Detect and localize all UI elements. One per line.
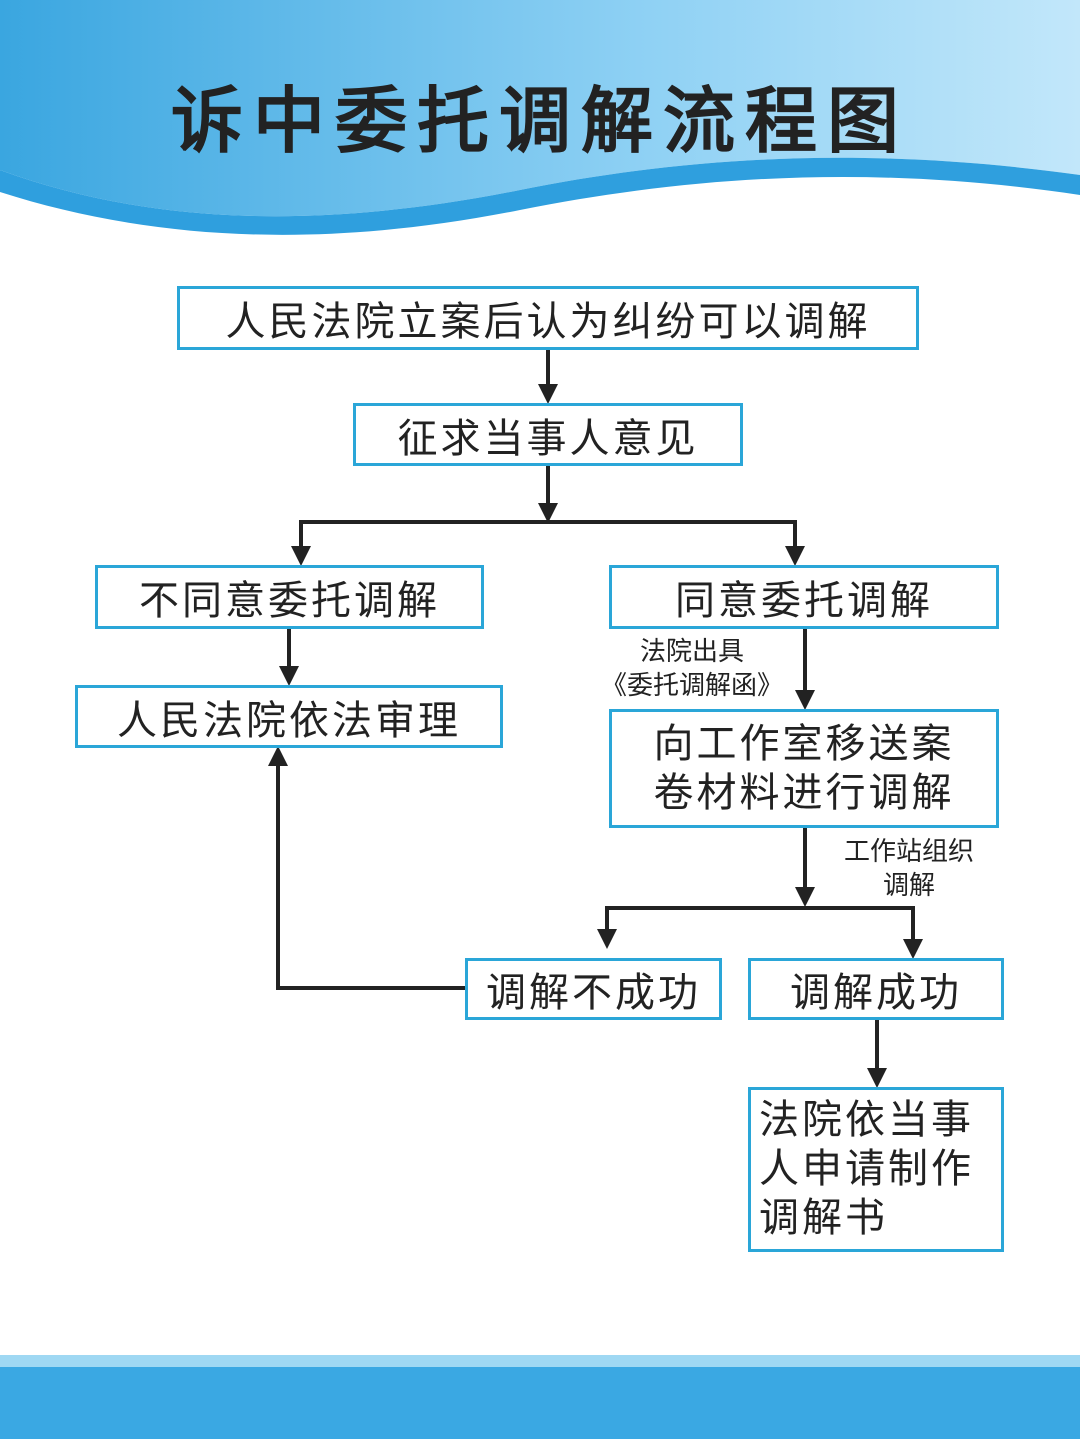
- result-split-bar: [605, 906, 923, 959]
- footer-band: [0, 1367, 1080, 1439]
- node-solicit-opinions: 征求当事人意见: [353, 403, 743, 466]
- arrow-fail-to-trial: [268, 746, 467, 990]
- node-disagree-entrust: 不同意委托调解: [95, 565, 484, 629]
- header-banner: [0, 0, 1080, 217]
- node-transfer-files: 向工作室移送案 卷材料进行调解: [609, 709, 999, 828]
- node-mediation-failed: 调解不成功: [465, 958, 722, 1020]
- page-title: 诉中委托调解流程图: [170, 79, 909, 163]
- note-court-letter: 法院出具 《委托调解函》: [600, 637, 783, 701]
- note-station-mediation: 工作站组织 调解: [843, 837, 974, 901]
- node-mediation-document: 法院依当事 人申请制作 调解书: [748, 1087, 1004, 1252]
- footer-stripe: [0, 1355, 1080, 1367]
- node-agree-entrust: 同意委托调解: [609, 565, 999, 629]
- header-wave: [0, 157, 1080, 235]
- branch-split-bar: [299, 520, 805, 566]
- node-mediation-succeeded: 调解成功: [748, 958, 1004, 1020]
- node-court-trial: 人民法院依法审理: [75, 685, 503, 748]
- node-court-accepts-case: 人民法院立案后认为纠纷可以调解: [177, 286, 919, 350]
